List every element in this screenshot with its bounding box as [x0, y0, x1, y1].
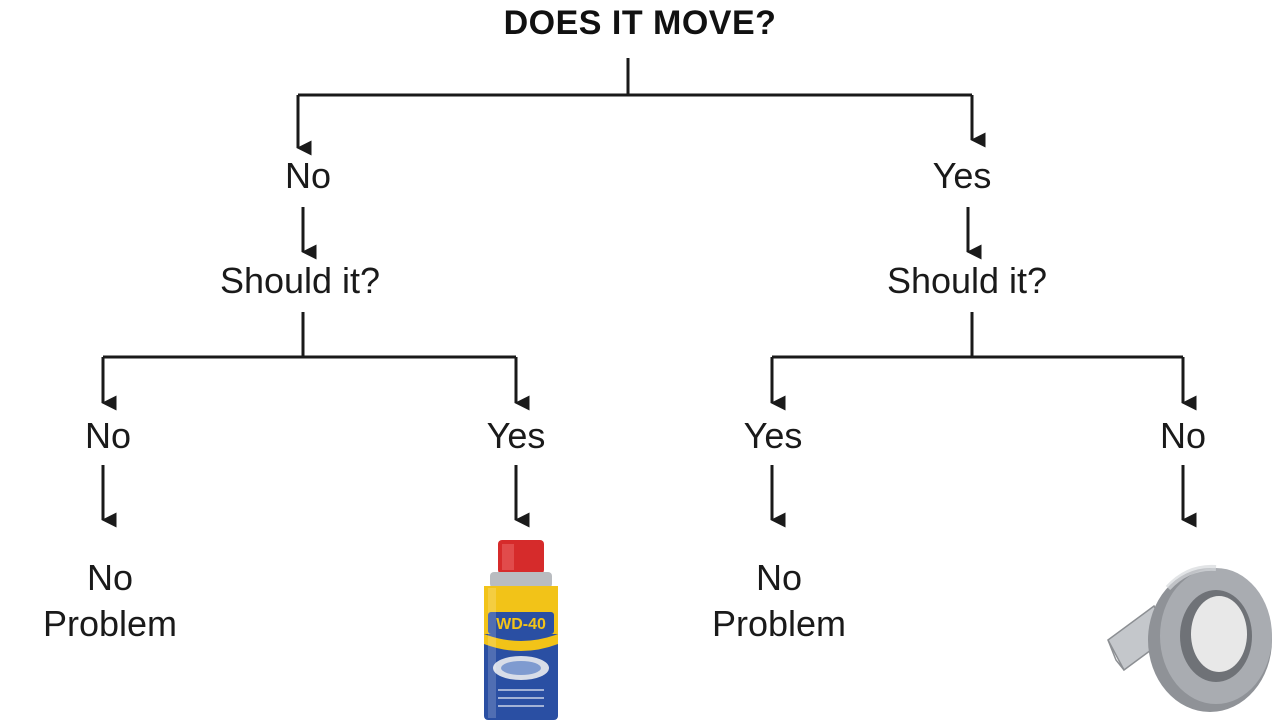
outcome-no-problem-left: No Problem	[43, 555, 177, 647]
outcome-line2: Problem	[711, 603, 847, 644]
outcome-line1: No	[755, 557, 803, 598]
answer-left-yes: Yes	[486, 415, 546, 456]
diagram-title: DOES IT MOVE?	[503, 4, 777, 42]
question-right: Should it?	[886, 260, 1048, 301]
answer-right-yes: Yes	[743, 415, 803, 456]
question-left: Should it?	[219, 260, 381, 301]
wd40-can-icon: WD-40	[484, 540, 558, 720]
answer-no-top: No	[284, 155, 332, 196]
answer-right-no: No	[1159, 415, 1207, 456]
answer-yes-top: Yes	[932, 155, 992, 196]
outcome-no-problem-right: No Problem	[712, 555, 846, 647]
duct-tape-icon	[1107, 564, 1272, 712]
outcome-line2: Problem	[42, 603, 178, 644]
outcome-line1: No	[86, 557, 134, 598]
answer-left-no: No	[84, 415, 132, 456]
wd40-can-label: WD-40	[496, 616, 546, 633]
